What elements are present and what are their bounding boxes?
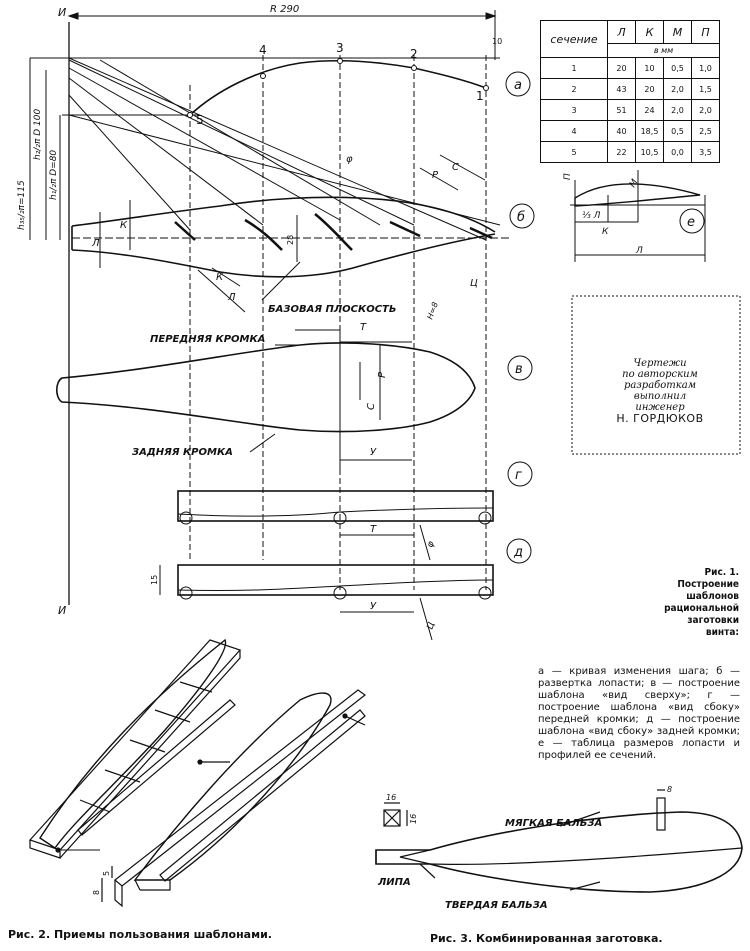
credits-line: выполнил [633,391,687,402]
view-b: б [517,210,525,225]
view-a: а [514,78,522,93]
credits-line: разработкам [623,380,696,391]
left-dim-80: h₁/₂π D=80 [49,150,59,200]
profile-M: М [628,178,641,190]
profile-third-L: ⅓ Л [582,211,601,221]
letter-P2: Р [377,371,388,378]
letter-K: К [120,220,128,231]
figure3-caption: Рис. 3. Комбинированная заготовка. [430,932,663,945]
left-dim-115: h₃₅/₂π=115 [17,180,27,230]
view-d: д [513,545,523,560]
fig3-dim-8: 8 [667,785,672,794]
letter-T: Т [360,322,367,333]
base-plane-label: БАЗОВАЯ ПЛОСКОСТЬ [268,304,396,315]
axis-label-top: И [58,6,66,19]
letter-T2: Т [370,524,377,535]
dim-10: 10 [492,37,502,46]
station-2: 2 [410,47,418,61]
figure1-caption: Рис. 1. Построение шаблонов рациональной… [600,567,739,639]
dim-28: 28 [286,235,295,245]
table-cell: 10,5 [635,141,664,163]
profile-K: К [602,227,609,237]
credits-block: Чертежи по авторским разработкам выполни… [600,358,720,424]
leading-edge-label: ПЕРЕДНЯЯ КРОМКА [150,334,265,345]
profile-P: П [563,173,573,180]
table-cell: 5 [540,141,608,163]
station-5: 5 [196,113,204,127]
station-4: 4 [259,43,267,57]
letter-phi2: φ [425,540,436,549]
caption-line: винта: [705,627,739,638]
view-g: г [515,468,522,483]
caption-line: Рис. 1. [704,567,739,578]
axis-label-bottom: И [58,604,66,617]
view-e: е [687,215,695,230]
letter-C: С [452,162,459,173]
profile-L: Л [635,246,643,256]
credits-line: по авторским [622,369,698,380]
figure2-caption: Рис. 2. Приемы пользования шаблонами. [8,928,272,941]
linden-label: ЛИПА [377,877,411,888]
letter-Ts2: Ц [425,621,437,631]
hard-balsa-label: ТВЕРДАЯ БАЛЬЗА [445,900,548,911]
view-v: в [515,362,523,377]
credits-line: Чертежи [633,358,687,369]
letter-U2: У [370,601,377,612]
r290-dim: R 290 [270,4,299,15]
letter-P: Р [432,170,439,181]
fig2-dim-8: 8 [92,890,101,895]
letter-L2: Л [227,292,236,303]
dim-15: 15 [150,575,159,585]
fig2-dim-5: 5 [102,871,111,876]
credits-author: Н. ГОРДЮКОВ [616,412,704,425]
table-cell: 3,5 [691,141,720,163]
fig3-dim-16-side: 16 [409,814,418,824]
letter-C2: С [366,403,377,410]
figure1-legend: а — кривая изменения шага; б — развертка… [538,666,740,761]
station-3: 3 [336,41,344,55]
caption-line: шаблонов [686,591,739,602]
letter-Ts: Ц [470,278,478,289]
left-dim-100: h₂/₂π D 100 [33,109,43,160]
soft-balsa-label: МЯГКАЯ БАЛЬЗА [505,818,602,829]
fig3-dim-16-top: 16 [386,793,396,802]
caption-line: Построение [677,579,739,590]
trailing-edge-label: ЗАДНЯЯ КРОМКА [132,447,233,458]
credits-line: инженер [635,402,685,413]
caption-line: рациональной [664,603,739,614]
caption-line: заготовки [687,615,739,626]
letter-phi: φ [346,154,353,165]
letter-L: Л [91,238,100,249]
table-col-K: К [635,20,664,44]
letter-U: У [370,447,377,458]
letter-K2: К [216,272,224,283]
station-1: 1 [476,89,484,103]
table-header-section: сечение [540,20,608,58]
